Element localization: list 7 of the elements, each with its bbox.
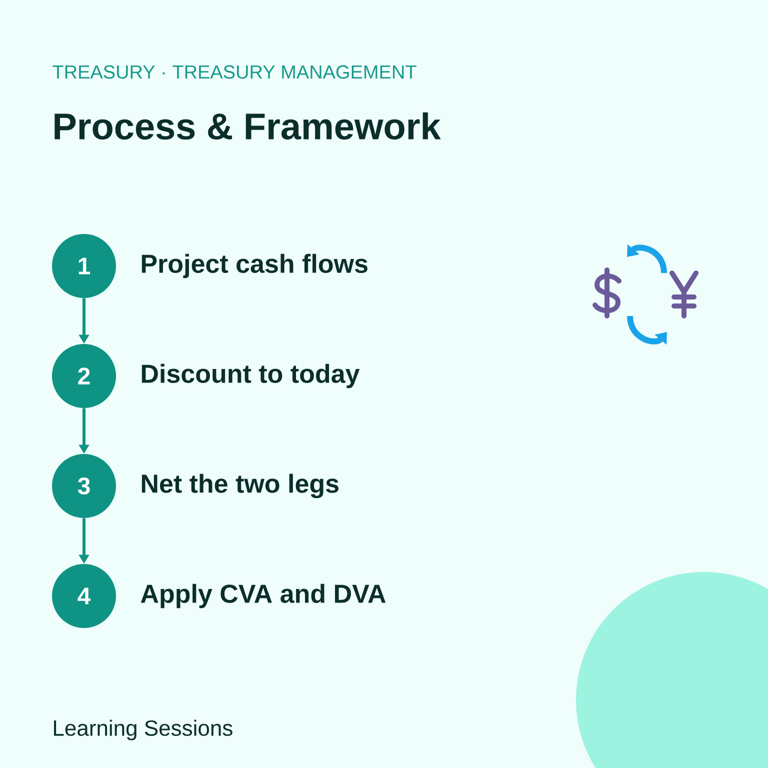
category-label: TREASURY · TREASURY MANAGEMENT [52, 65, 416, 79]
footer-text: Learning Sessions [54, 720, 232, 740]
step-label: Net the two legs [142, 474, 338, 498]
step-label: Project cash flows [142, 254, 368, 278]
step-label: Apply CVA and DVA [140, 584, 386, 608]
step-label: Discount to today [142, 364, 360, 388]
title: Process & Framework [54, 112, 441, 140]
